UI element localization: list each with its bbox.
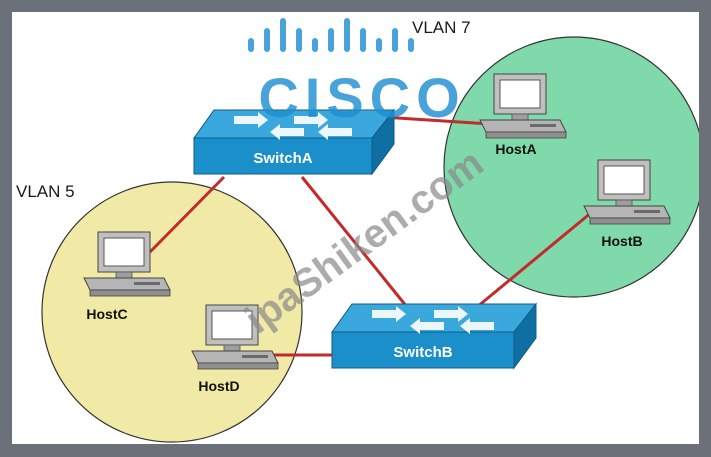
vlan7-label: VLAN 7 bbox=[412, 18, 471, 37]
link-switcha-hosta bbox=[381, 115, 491, 126]
network-diagram: SwitchA SwitchB HostA HostB HostC HostD bbox=[41, 18, 699, 443]
cisco-logo-watermark: CISCO bbox=[248, 18, 465, 129]
host-d: HostD bbox=[191, 304, 279, 394]
host-b: HostB bbox=[583, 159, 671, 249]
host-b-label: HostB bbox=[601, 233, 642, 249]
switch-a: SwitchA bbox=[193, 108, 396, 176]
vlan5-label: VLAN 5 bbox=[16, 182, 75, 201]
cisco-logo-text: CISCO bbox=[258, 66, 465, 129]
host-a: HostA bbox=[479, 73, 567, 157]
links bbox=[148, 115, 593, 357]
diagram-frame: SwitchA SwitchB HostA HostB HostC HostD bbox=[12, 12, 699, 444]
host-a-label: HostA bbox=[495, 141, 536, 157]
switch-b-label: SwitchB bbox=[393, 344, 452, 361]
switch-b: SwitchB bbox=[331, 302, 538, 370]
host-c-label: HostC bbox=[86, 306, 127, 322]
link-switcha-switchb bbox=[300, 176, 409, 308]
switch-a-label: SwitchA bbox=[253, 150, 312, 167]
host-c: HostC bbox=[83, 231, 171, 322]
link-switcha-hostc bbox=[148, 175, 226, 254]
link-hostb-switchb bbox=[476, 210, 593, 309]
host-d-label: HostD bbox=[198, 378, 239, 394]
